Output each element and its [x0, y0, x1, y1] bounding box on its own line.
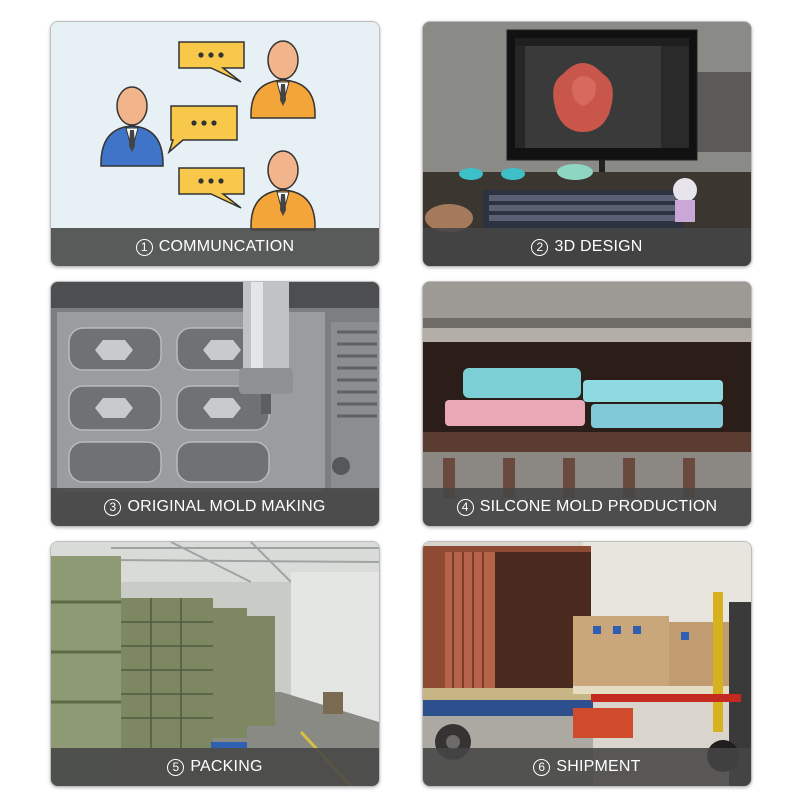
step-label: SILCONE MOLD PRODUCTION	[479, 498, 718, 515]
step-label: ORIGINAL MOLD MAKING	[127, 498, 326, 515]
step-label: COMMUNCATION	[158, 238, 295, 255]
3d-design-photo	[423, 22, 751, 266]
step-card-shipment: 6 SHIPMENT	[422, 541, 752, 787]
step-card-3d-design: 2 3D DESIGN	[422, 21, 752, 267]
step-number: 2	[531, 238, 549, 256]
container-truck-photo	[423, 542, 751, 786]
silicone-mold-photo	[423, 282, 751, 526]
step-number: 1	[135, 238, 153, 256]
step-card-packing: 5 PACKING	[50, 541, 380, 787]
step-number: 5	[167, 758, 185, 776]
step-caption: 4 SILCONE MOLD PRODUCTION	[423, 488, 751, 526]
cnc-machining-photo	[51, 282, 379, 526]
step-number: 6	[533, 758, 551, 776]
step-label: PACKING	[190, 758, 263, 775]
step-number: 3	[104, 498, 122, 516]
step-caption: 6 SHIPMENT	[423, 748, 751, 786]
step-caption: 1 COMMUNCATION	[51, 228, 379, 266]
step-number: 4	[456, 498, 474, 516]
step-caption: 2 3D DESIGN	[423, 228, 751, 266]
communication-icon	[51, 22, 379, 266]
step-label: SHIPMENT	[556, 758, 641, 775]
step-caption: 5 PACKING	[51, 748, 379, 786]
step-card-original-mold-making: 3 ORIGINAL MOLD MAKING	[50, 281, 380, 527]
step-label: 3D DESIGN	[554, 238, 643, 255]
step-caption: 3 ORIGINAL MOLD MAKING	[51, 488, 379, 526]
step-card-silicone-mold-production: 4 SILCONE MOLD PRODUCTION	[422, 281, 752, 527]
step-card-communication: 1 COMMUNCATION	[50, 21, 380, 267]
